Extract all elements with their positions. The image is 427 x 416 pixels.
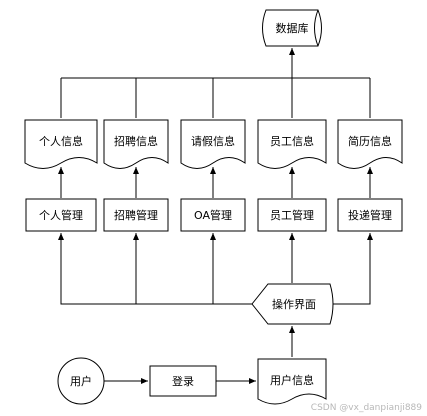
doc-label: 请假信息	[191, 134, 235, 148]
login-label: 登录	[172, 374, 194, 388]
doc-leave-info: 请假信息	[180, 119, 246, 169]
module-label: 个人管理	[39, 208, 83, 222]
database-label: 数据库	[276, 21, 309, 35]
doc-label: 员工信息	[270, 134, 314, 148]
doc-label: 招聘信息	[114, 134, 158, 148]
module-label: OA管理	[194, 208, 232, 222]
user-info-doc: 用户信息	[257, 358, 327, 405]
module-personal-mgmt: 个人管理	[25, 198, 97, 232]
module-label: 投递管理	[348, 208, 392, 222]
user-node: 用户	[57, 357, 105, 405]
database-node: 数据库	[262, 9, 322, 47]
module-label: 招聘管理	[114, 208, 158, 222]
doc-recruit-info: 招聘信息	[103, 119, 169, 169]
watermark-text: CSDN @vx_danpianji889	[311, 403, 422, 413]
module-delivery-mgmt: 投递管理	[337, 198, 403, 232]
interface-label: 操作界面	[272, 297, 316, 311]
interface-to-module-arrows	[58, 233, 373, 305]
db-bus	[60, 48, 371, 118]
doc-resume-info: 简历信息	[337, 119, 403, 169]
module-label: 员工管理	[270, 208, 314, 222]
doc-label: 个人信息	[39, 134, 83, 148]
operation-interface-node: 操作界面	[251, 283, 334, 325]
user-info-label: 用户信息	[270, 373, 314, 387]
login-node: 登录	[149, 365, 217, 397]
module-recruit-mgmt: 招聘管理	[103, 198, 169, 232]
module-employee-mgmt: 员工管理	[257, 198, 327, 232]
doc-personal-info: 个人信息	[24, 119, 98, 169]
module-oa-mgmt: OA管理	[180, 198, 246, 232]
doc-employee-info: 员工信息	[257, 119, 327, 169]
doc-label: 简历信息	[348, 134, 392, 148]
module-to-doc-arrows	[58, 167, 373, 198]
user-label: 用户	[70, 374, 92, 388]
